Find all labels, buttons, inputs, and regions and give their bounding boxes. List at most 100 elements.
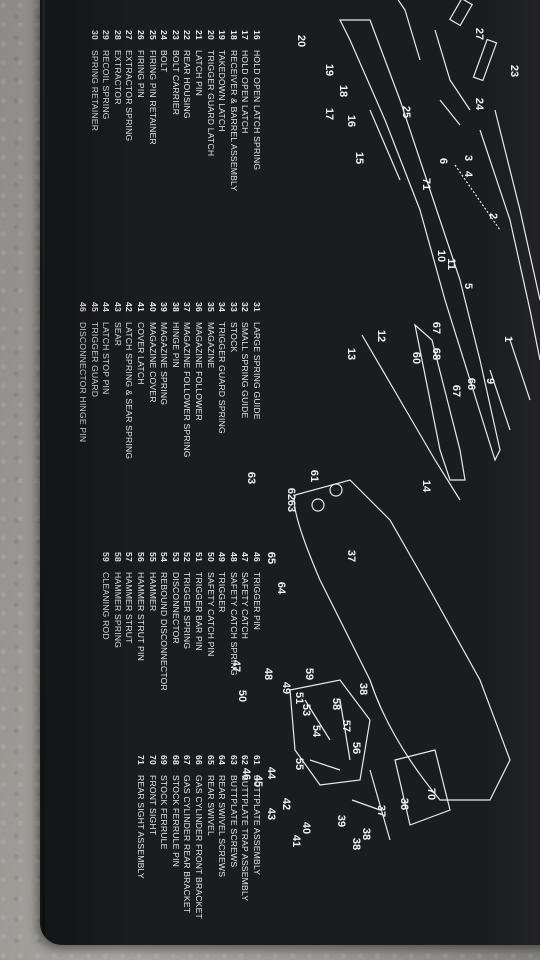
callout-68: 67 xyxy=(430,321,443,335)
legend-part-name: Trigger Spring xyxy=(182,572,193,650)
legend-number: 46 xyxy=(78,302,89,312)
callout-63b: 63 xyxy=(245,471,258,485)
legend-number: 48 xyxy=(228,552,239,562)
callout-53: 53 xyxy=(300,703,313,717)
callout-34: 38 xyxy=(357,682,370,696)
legend-part-name: Bolt xyxy=(159,50,170,73)
callout-25: 25 xyxy=(400,105,413,119)
legend-part-name: Stock Ferrule xyxy=(159,775,170,850)
recoil-spring xyxy=(454,164,501,231)
legend-part-name: Extractor xyxy=(112,50,123,105)
legend-part-name: Safety Catch Spring xyxy=(228,572,239,676)
legend-number: 51 xyxy=(194,552,205,562)
legend-row: 49Trigger xyxy=(216,552,227,691)
callout-27: 27 xyxy=(473,27,486,41)
legend-part-name: Receiver & Barrel Assembly xyxy=(228,50,239,192)
legend-number: 31 xyxy=(252,302,262,312)
legend-row: 31Large Spring Guide xyxy=(250,302,262,459)
legend-number: 71 xyxy=(136,755,147,765)
legend-number: 29 xyxy=(101,30,112,40)
callout-11: 11 xyxy=(444,258,457,270)
legend-number: 20 xyxy=(205,30,216,40)
legend-part-name: Latch Pin xyxy=(194,50,205,97)
legend-part-name: Buttplate Trap Assembly xyxy=(240,775,251,902)
legend-row: 55Hammer xyxy=(146,552,158,691)
legend-number: 52 xyxy=(182,552,193,562)
callout-5: 5 xyxy=(462,282,475,290)
legend-number: 18 xyxy=(228,30,239,40)
legend-part-name: Firing Pin Retainer xyxy=(147,50,158,145)
legend-number: 38 xyxy=(170,302,181,312)
legend-row: 39Magazine Spring xyxy=(158,302,169,459)
legend-row: 40Magazine Cover xyxy=(146,302,158,459)
legend-part-name: Disconnector Hinge Pin xyxy=(78,322,89,443)
legend-part-name: Hold Open Latch Spring xyxy=(252,50,262,171)
legend-number: 42 xyxy=(124,302,135,312)
legend-number: 16 xyxy=(252,30,262,40)
legend-part-name: Magazine Follower Spring xyxy=(182,322,193,458)
legend-part-name: Sear xyxy=(112,322,123,347)
legend-row: 67Gas Cylinder Rear Bracket xyxy=(181,755,193,919)
legend-part-name: Small Spring Guide xyxy=(240,322,251,419)
legend-row: 27Extractor Spring xyxy=(123,30,135,191)
legend-row: 30Spring Retainer xyxy=(88,30,100,191)
legend-part-name: Rear Swivel xyxy=(205,775,216,836)
legend-row: 69Stock Ferrule xyxy=(158,755,170,919)
legend-number: 61 xyxy=(252,755,262,765)
callout-62: 62 xyxy=(285,487,298,501)
legend-row: 37Magazine Follower Spring xyxy=(181,302,193,459)
callout-49: 49 xyxy=(280,681,293,695)
legend-row: 56Hammer Strut Pin xyxy=(134,552,146,691)
legend-row: 29Recoil Spring xyxy=(100,30,112,191)
legend-part-name: Magazine Cover xyxy=(147,322,158,403)
legend-number: 40 xyxy=(147,302,158,312)
legend-row: 35Magazine xyxy=(204,302,216,459)
legend-row: 71Rear Sight Assembly xyxy=(134,755,146,919)
legend-part-name: Cleaning Rod xyxy=(101,572,112,640)
barrel-line xyxy=(479,129,540,361)
legend-row: 24Bolt xyxy=(158,30,170,191)
callout-61: 61 xyxy=(308,469,321,483)
legend-row: 20Trigger Guard Latch xyxy=(204,30,216,191)
callout-2: 2 xyxy=(487,212,500,220)
callout-41: 41 xyxy=(290,834,303,848)
legend-part-name: Hammer xyxy=(147,572,158,612)
legend-number: 28 xyxy=(112,30,123,40)
callout-1: 1 xyxy=(502,335,515,343)
legend-part-name: Front Sight xyxy=(147,775,158,836)
callout-23: 23 xyxy=(508,64,521,78)
callout-3: 3 xyxy=(462,154,475,162)
callout-4: 4 xyxy=(462,170,475,178)
legend-row: 45Trigger Guard xyxy=(88,302,100,459)
legend-row: 33Stock xyxy=(227,302,239,459)
callout-17: 17 xyxy=(323,107,336,121)
legend-row: 63Buttplate Screws xyxy=(227,755,239,919)
legend-number: 19 xyxy=(217,30,228,40)
legend-row: 52Trigger Spring xyxy=(181,552,193,691)
callout-63: 63 xyxy=(285,499,298,513)
callout-60: 60 xyxy=(410,351,423,365)
gun-mat: 29 30 27 24 23 20 19 18 17 16 15 25 6 3 … xyxy=(40,0,540,945)
legend-part-name: Cover Latch xyxy=(136,322,147,385)
legend-number: 65 xyxy=(205,755,216,765)
legend-part-name: Trigger Guard Latch xyxy=(205,50,216,157)
callout-64: 64 xyxy=(275,581,288,595)
legend-row: 28Extractor xyxy=(111,30,123,191)
callout-9: 9 xyxy=(484,377,497,385)
legend-row: 38Hinge Pin xyxy=(169,302,181,459)
legend-row: 61Buttplate Assembly xyxy=(250,755,262,919)
legend-part-name: Trigger Pin xyxy=(252,572,262,631)
legend-number: 17 xyxy=(240,30,251,40)
legend-number: 37 xyxy=(182,302,193,312)
legend-row: 59Cleaning Rod xyxy=(100,552,112,691)
legend-number: 67 xyxy=(182,755,193,765)
legend-number: 27 xyxy=(124,30,135,40)
legend-part-name: Rebound Disconnector xyxy=(159,572,170,691)
legend-part-name: Hammer Strut xyxy=(124,572,135,644)
callout-24: 24 xyxy=(473,97,486,111)
callout-12: 12 xyxy=(375,329,388,343)
legend-part-name: Hinge Pin xyxy=(170,322,181,368)
legend-row: 22Rear Housing xyxy=(181,30,192,191)
callout-66: 66 xyxy=(465,377,478,391)
callout-6: 6 xyxy=(437,157,450,165)
